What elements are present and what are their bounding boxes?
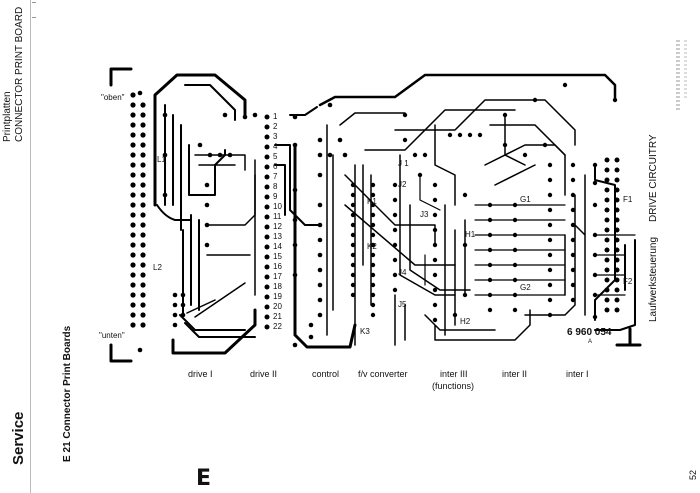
component-k2: K2 (367, 242, 377, 251)
page-number: 52 (688, 469, 698, 480)
component-g1: G1 (520, 195, 531, 204)
margin-divider (30, 0, 31, 493)
pin-number: 8 (273, 182, 278, 191)
pin-number: 7 (273, 172, 278, 181)
chapter-heading: E 21 Connector Print Boards (62, 325, 73, 462)
pin-number: 6 (273, 162, 278, 171)
pads-drive1 (162, 112, 258, 328)
section-label-drive2: drive II (250, 369, 278, 379)
component-j4: J4 (398, 268, 407, 277)
board-top-label: "oben" (101, 93, 125, 102)
component-k1: K1 (367, 197, 377, 206)
section-label-functions: (functions) (432, 381, 475, 391)
component-l2: L2 (153, 263, 162, 272)
section-label-control: control (312, 369, 340, 379)
logo-icon: E (196, 466, 212, 491)
component-j1: J 1 (398, 159, 409, 168)
section-label-inter1: inter I (566, 369, 589, 379)
component-h1: H1 (465, 230, 476, 239)
pin-number: 12 (273, 222, 282, 231)
pin-number: 4 (273, 142, 278, 151)
pin-number: 20 (273, 302, 282, 311)
pin-number: 9 (273, 192, 278, 201)
pin-number: 1 (273, 112, 278, 121)
pads-control (308, 102, 348, 340)
pin-number: 11 (273, 212, 282, 221)
component-f1: F1 (623, 195, 633, 204)
pads-drive2 (137, 90, 298, 353)
board-part-number: 6 960 054 (567, 327, 612, 338)
section-label-inter2: inter II (502, 369, 528, 379)
pin-number: 14 (273, 242, 282, 251)
tick-marks (32, 2, 36, 18)
component-j2: J2 (398, 180, 407, 189)
pin-number: 16 (273, 262, 282, 271)
pads-inter2 (487, 112, 548, 313)
section-label-fv: f/v converter (358, 369, 408, 379)
section-heading: Service (10, 411, 27, 465)
component-g2: G2 (520, 283, 531, 292)
pads-inter3 (432, 132, 483, 323)
pin-number: 19 (273, 292, 282, 301)
margin-title-de: Printplatten (2, 91, 13, 142)
pin-number: 2 (273, 122, 278, 131)
board-revision: A (588, 339, 593, 345)
pads-fv (350, 112, 428, 318)
pin-number: 5 (273, 152, 278, 161)
faded-note (684, 40, 687, 100)
component-l1: L1 (157, 155, 166, 164)
component-k3: K3 (360, 327, 370, 336)
pin-number: 22 (273, 322, 282, 331)
pin-number: 18 (273, 282, 282, 291)
pin-number: 13 (273, 232, 282, 241)
component-j5: J5 (398, 300, 407, 309)
pin-number: 21 (273, 312, 282, 321)
pcb-traces (109, 67, 642, 363)
component-f2: F2 (623, 277, 633, 286)
margin-title-en: CONNECTOR PRINT BOARD (14, 6, 25, 142)
board-bottom-label: "unten" (99, 331, 125, 340)
pin-number: 10 (273, 202, 282, 211)
component-h2: H2 (460, 317, 471, 326)
section-label-drive1: drive I (188, 369, 213, 379)
pin-number: 15 (273, 252, 282, 261)
pin-number: 3 (273, 132, 278, 141)
pad-column-left (130, 92, 146, 328)
faded-note (676, 40, 680, 110)
component-j3: J3 (420, 210, 429, 219)
section-label-inter3: inter III (440, 369, 468, 379)
pad-column-right (604, 157, 620, 313)
pin-number: 17 (273, 272, 282, 281)
pads-inter1 (532, 82, 618, 320)
